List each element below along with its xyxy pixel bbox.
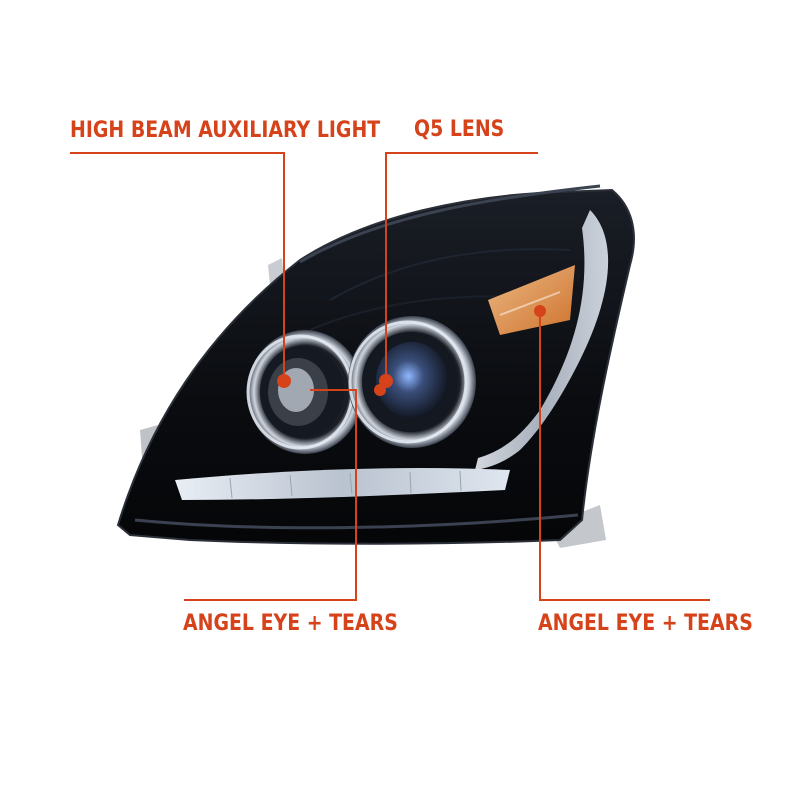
callout-markers [277, 305, 546, 396]
q5-marker [379, 374, 393, 388]
led-side-strip [475, 210, 609, 470]
q5-projector [348, 316, 476, 448]
callout-lines [70, 152, 710, 601]
high-beam-marker [277, 374, 291, 388]
led-bottom-bar [175, 468, 510, 500]
callout-q5-lens: Q5 LENS [414, 117, 505, 142]
callout-angel-eye-left: ANGEL EYE + TEARS [183, 611, 398, 636]
angel-eye-left-marker [374, 384, 386, 396]
amber-signal [488, 265, 575, 335]
high-beam-projector [246, 330, 363, 454]
angel-eye-right-marker [534, 305, 546, 317]
callout-angel-eye-right: ANGEL EYE + TEARS [538, 611, 753, 636]
callout-high-beam: HIGH BEAM AUXILIARY LIGHT [70, 118, 381, 143]
